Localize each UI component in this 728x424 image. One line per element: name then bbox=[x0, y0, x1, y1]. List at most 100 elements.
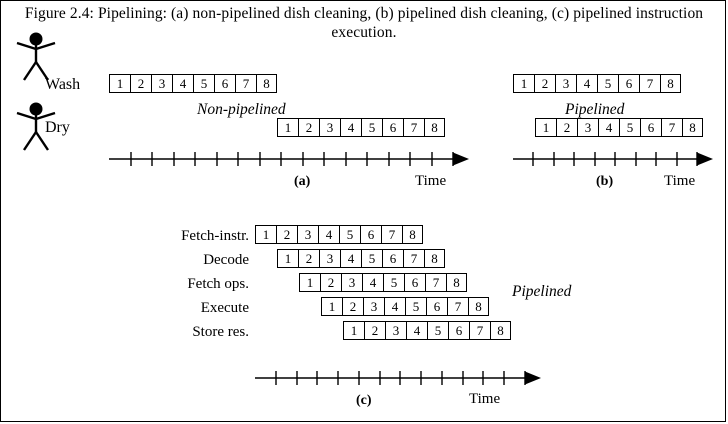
stage-cell: 2 bbox=[320, 273, 341, 292]
stage-cell: 5 bbox=[383, 273, 404, 292]
stage-cell: 6 bbox=[382, 118, 403, 137]
stage-cell: 7 bbox=[403, 118, 424, 137]
stage-cell: 5 bbox=[427, 321, 448, 340]
panel-c-label-execute: Execute bbox=[200, 300, 249, 316]
stage-cell: 4 bbox=[598, 118, 619, 137]
stage-cell: 7 bbox=[661, 118, 682, 137]
stage-cell: 4 bbox=[362, 273, 383, 292]
stage-cell: 7 bbox=[469, 321, 490, 340]
stage-cell: 1 bbox=[109, 74, 130, 93]
stage-cell: 5 bbox=[193, 74, 214, 93]
stage-cell: 6 bbox=[640, 118, 661, 137]
stage-cell: 3 bbox=[341, 273, 362, 292]
stage-cell: 1 bbox=[277, 118, 298, 137]
panel-b-tag: (b) bbox=[596, 174, 614, 189]
stage-cell: 8 bbox=[424, 249, 445, 268]
stage-cell: 2 bbox=[534, 74, 555, 93]
stage-cell: 5 bbox=[361, 118, 382, 137]
stage-cell: 3 bbox=[151, 74, 172, 93]
stage-cell: 7 bbox=[447, 297, 468, 316]
panel-c-label-fetch-instr: Fetch-instr. bbox=[181, 228, 249, 244]
stage-cell: 5 bbox=[619, 118, 640, 137]
wash-label: Wash bbox=[45, 76, 81, 93]
stage-cell: 5 bbox=[361, 249, 382, 268]
stage-cell: 2 bbox=[342, 297, 363, 316]
dry-stick-figure-icon bbox=[13, 101, 59, 151]
stage-cell: 7 bbox=[639, 74, 660, 93]
stage-cell: 5 bbox=[405, 297, 426, 316]
stage-cell: 5 bbox=[597, 74, 618, 93]
stage-cell: 6 bbox=[214, 74, 235, 93]
stage-cell: 8 bbox=[468, 297, 489, 316]
stage-cell: 5 bbox=[339, 225, 360, 244]
panel-c-label-decode: Decode bbox=[203, 252, 249, 268]
stage-cell: 3 bbox=[297, 225, 318, 244]
stage-cell: 1 bbox=[277, 249, 298, 268]
stage-cell: 6 bbox=[426, 297, 447, 316]
stage-cell: 2 bbox=[364, 321, 385, 340]
panel-a-time-label: Time bbox=[415, 173, 447, 189]
stage-cell: 4 bbox=[172, 74, 193, 93]
stage-cell: 4 bbox=[406, 321, 427, 340]
panel-b-time-axis bbox=[513, 151, 713, 173]
stage-cell: 2 bbox=[298, 249, 319, 268]
panel-a-mode-label: Non-pipelined bbox=[197, 101, 286, 118]
panel-c-tag: (c) bbox=[356, 393, 372, 408]
stage-cell: 3 bbox=[319, 249, 340, 268]
stage-cell: 1 bbox=[299, 273, 320, 292]
stage-cell: 8 bbox=[490, 321, 511, 340]
stage-cell: 3 bbox=[577, 118, 598, 137]
panel-c-time-axis bbox=[255, 370, 541, 392]
stage-cell: 3 bbox=[363, 297, 384, 316]
stage-cell: 1 bbox=[513, 74, 534, 93]
wash-stick-figure-icon bbox=[13, 31, 59, 81]
stage-cell: 7 bbox=[403, 249, 424, 268]
stage-cell: 4 bbox=[318, 225, 339, 244]
stage-cell: 1 bbox=[321, 297, 342, 316]
stage-cell: 6 bbox=[382, 249, 403, 268]
panel-a-time-axis bbox=[109, 151, 469, 173]
stage-cell: 6 bbox=[448, 321, 469, 340]
stage-cell: 7 bbox=[235, 74, 256, 93]
stage-cell: 7 bbox=[381, 225, 402, 244]
stage-cell: 8 bbox=[402, 225, 423, 244]
stage-cell: 4 bbox=[576, 74, 597, 93]
stage-cell: 4 bbox=[384, 297, 405, 316]
panel-c-time-label: Time bbox=[469, 391, 501, 407]
stage-cell: 2 bbox=[556, 118, 577, 137]
stage-cell: 8 bbox=[424, 118, 445, 137]
panel-b-time-label: Time bbox=[664, 173, 696, 189]
panel-c-label-store-res: Store res. bbox=[192, 324, 249, 340]
dry-label: Dry bbox=[45, 119, 70, 136]
stage-cell: 4 bbox=[340, 118, 361, 137]
stage-cell: 1 bbox=[343, 321, 364, 340]
stage-cell: 6 bbox=[404, 273, 425, 292]
stage-cell: 2 bbox=[298, 118, 319, 137]
stage-cell: 8 bbox=[256, 74, 277, 93]
stage-cell: 3 bbox=[385, 321, 406, 340]
stage-cell: 1 bbox=[255, 225, 276, 244]
stage-cell: 3 bbox=[319, 118, 340, 137]
stage-cell: 8 bbox=[682, 118, 703, 137]
panel-a-tag: (a) bbox=[294, 174, 311, 189]
stage-cell: 6 bbox=[360, 225, 381, 244]
panel-b-mode-label: Pipelined bbox=[565, 101, 625, 118]
stage-cell: 8 bbox=[446, 273, 467, 292]
stage-cell: 3 bbox=[555, 74, 576, 93]
stage-cell: 4 bbox=[340, 249, 361, 268]
stage-cell: 6 bbox=[618, 74, 639, 93]
panel-c-mode-label: Pipelined bbox=[512, 283, 572, 300]
panel-c-label-fetch-ops: Fetch ops. bbox=[187, 276, 249, 292]
stage-cell: 1 bbox=[535, 118, 556, 137]
stage-cell: 2 bbox=[130, 74, 151, 93]
stage-cell: 8 bbox=[660, 74, 681, 93]
